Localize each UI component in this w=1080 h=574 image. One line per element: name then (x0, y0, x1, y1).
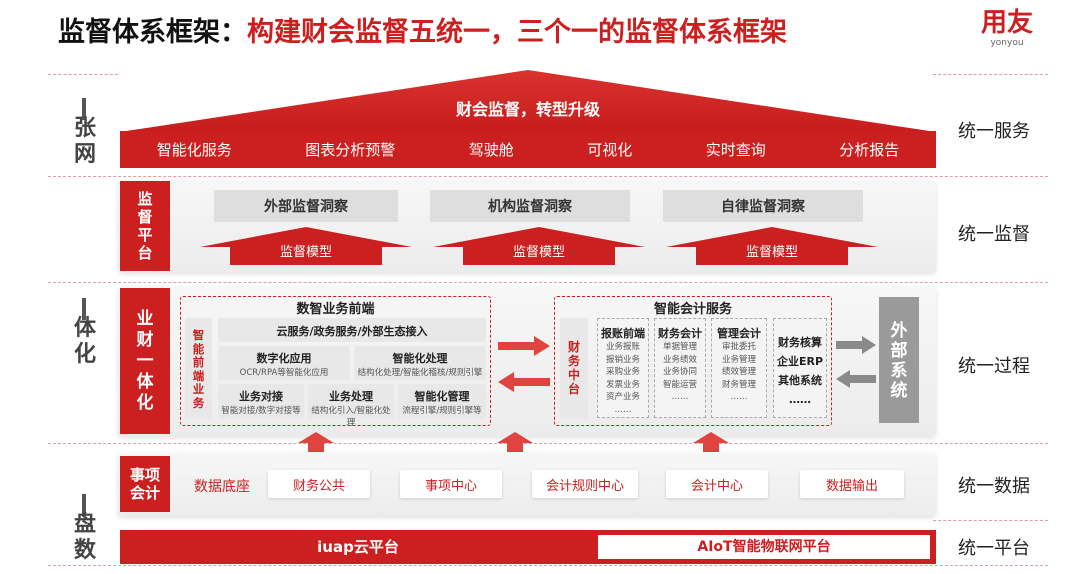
front-end-side: 智能前端业务 (185, 318, 212, 418)
model-arrow-label: 监督模型 (512, 245, 565, 260)
front-cell-docking: 业务对接智能对接/数字对接等 (218, 384, 304, 418)
left-label-net: 张网 (73, 116, 96, 167)
external-system-box: 外部系统 (879, 297, 919, 423)
right-label-service: 统一服务 (958, 121, 1030, 142)
data-item-data-output: 数据输出 (800, 470, 904, 498)
right-label-data: 统一数据 (958, 476, 1030, 497)
supervision-tab: 监督平台 (120, 181, 170, 271)
roof-triangle (120, 70, 936, 132)
arrow-left-icon (498, 372, 550, 392)
left-label-integration: 体化 (73, 316, 96, 367)
model-arrow-shape (666, 227, 878, 265)
right-label-process: 统一过程 (958, 356, 1030, 377)
front-end-access: 云服务/政务服务/外部生态接入 (218, 318, 486, 342)
front-end-title: 数智业务前端 (296, 302, 375, 317)
insight-box-external: 外部监督洞察 (214, 190, 398, 222)
separator (933, 74, 1048, 75)
yonyou-logo: 用友 yonyou (980, 8, 1033, 48)
right-label-platform: 统一平台 (958, 538, 1030, 559)
separator (48, 443, 1048, 444)
insight-box-selfdiscipline: 自律监督洞察 (663, 190, 863, 222)
roof-item: 图表分析预警 (305, 141, 396, 159)
col-reimbursement: 报账前端 业务报账 报销业务 采购业务 发票业务 资产业务 …… (597, 318, 649, 418)
separator (933, 520, 1048, 521)
roof-item: 驾驶舱 (468, 141, 514, 159)
left-marker-integration (82, 298, 86, 320)
arrow-up-icon (693, 432, 729, 452)
arrow-up-icon (298, 432, 334, 452)
data-item-accounting-center: 会计中心 (666, 470, 768, 498)
separator (48, 282, 1048, 283)
col-financial-accounting: 财务会计 单据管理 业务绩效 业务协同 智能运营 …… (654, 318, 706, 418)
data-item-rule-center: 会计规则中心 (532, 470, 638, 498)
roof-item: 可视化 (587, 141, 633, 159)
separator (48, 176, 1048, 177)
roof-services-bar: 智能化服务 图表分析预警 驾驶舱 可视化 实时查询 分析报告 (120, 131, 936, 168)
accounting-block (554, 296, 832, 426)
arrow-right-icon (836, 336, 876, 354)
front-cell-management: 智能化管理流程引擎/规则引擎等 (398, 384, 486, 418)
right-label-supervision: 统一监督 (958, 224, 1030, 245)
separator (48, 565, 1048, 566)
data-base-label: 数据底座 (194, 479, 250, 495)
model-arrow-label: 监督模型 (279, 245, 332, 260)
front-cell-processing: 业务处理结构化引入/智能化处理 (308, 384, 394, 428)
arrow-up-icon (497, 432, 533, 452)
model-arrow-shape (200, 227, 412, 265)
roof-item: 分析报告 (839, 141, 900, 159)
model-arrow-label: 监督模型 (745, 245, 798, 260)
model-arrow-shape (433, 227, 645, 265)
left-marker-base (82, 494, 86, 516)
roof-title: 财会监督，转型升级 (455, 100, 600, 119)
arrow-left-icon (836, 370, 876, 388)
data-panel (118, 452, 936, 516)
front-end-block (180, 296, 491, 426)
insight-box-institution: 机构监督洞察 (430, 190, 630, 222)
accounting-title: 智能会计服务 (653, 302, 732, 317)
front-cell-smart-process: 智能化处理结构化处理/智能化稽核/规则引擎 (354, 346, 486, 380)
col-management-accounting: 管理会计 审批委托 业务管理 绩效管理 财务管理 …… (711, 318, 767, 418)
platform-iuap: iuap云平台 (317, 538, 399, 556)
finance-middle-side: 财务中台 (560, 318, 588, 418)
data-item-matter-center: 事项中心 (400, 470, 502, 498)
arrow-right-icon (498, 336, 550, 356)
left-label-base: 盘数 (73, 512, 96, 563)
data-tab: 事项会计 (120, 456, 170, 512)
business-tab: 业财一体化 (120, 288, 170, 434)
platform-aiot: AIoT智能物联网平台 (598, 535, 930, 559)
roof-item: 实时查询 (705, 141, 766, 159)
roof-item: 智能化服务 (156, 141, 232, 159)
col-financial-accounting-core: 财务核算 企业ERP 其他系统 …… (773, 318, 827, 418)
separator (48, 74, 118, 75)
page-title: 监督体系框架：构建财会监督五统一，三个一的监督体系框架 (58, 17, 787, 48)
data-item-finance-public: 财务公共 (268, 470, 370, 498)
left-marker-net (82, 98, 86, 120)
